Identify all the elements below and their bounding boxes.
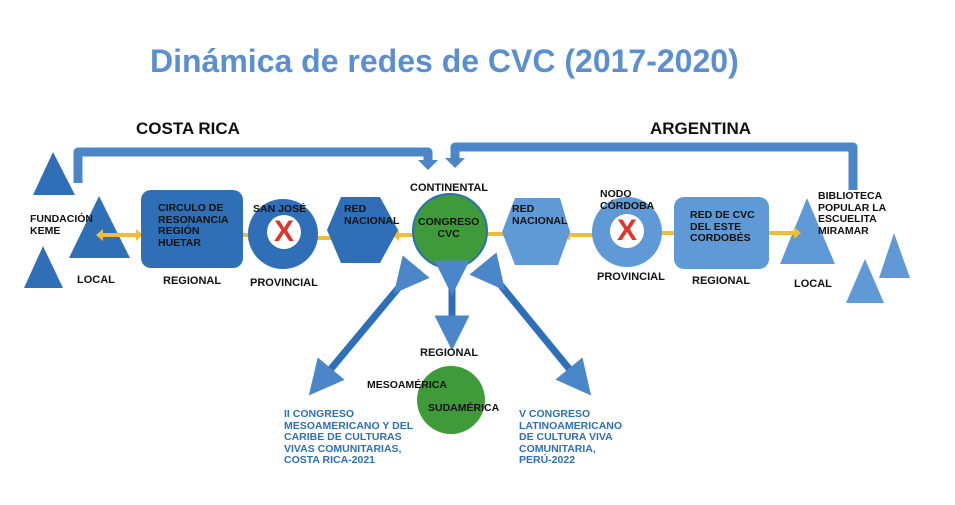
triangle-fundacion <box>69 196 130 258</box>
red-nacional-cr-hexagon <box>327 197 398 263</box>
arrow-fundacion-circulo <box>96 229 143 241</box>
node-red-nacional-ar: RED NACIONAL <box>512 203 568 227</box>
level-local-right: LOCAL <box>794 278 832 290</box>
node-biblioteca: BIBLIOTECA POPULAR LA ESCUELITA MIRAMAR <box>818 190 887 237</box>
node-circulo: CIRCULO DE RESONANCIA REGIÓN HUETAR <box>158 202 229 249</box>
arrow-congreso-rednacional <box>475 228 515 240</box>
level-provincial-right: PROVINCIAL <box>597 271 665 283</box>
node-congreso: CONGRESO CVC <box>418 216 480 240</box>
arrow-congreso-latam <box>469 252 592 396</box>
arrow-nodo-redcvc <box>645 227 682 239</box>
node-mesoamerica: MESOAMÉRICA <box>367 379 447 391</box>
arrow-sanjose-rednacional <box>298 232 340 244</box>
argentina-bracket-arrowhead <box>445 158 465 168</box>
argentina-bracket-arrow <box>450 142 858 190</box>
triangle-right-bottom <box>846 259 884 303</box>
node-red-cvc: RED DE CVC DEL ESTE CORDOBÉS <box>690 209 755 245</box>
costa-rica-bracket-arrow <box>73 147 433 183</box>
node-nodo-cordoba: NODO CÓRDOBA <box>600 188 655 212</box>
event-congreso-meso: II CONGRESO MESOAMERICANO Y DEL CARIBE D… <box>284 408 414 467</box>
red-cvc-box <box>674 197 769 269</box>
arrow-redcvc-biblioteca <box>762 227 801 239</box>
node-fundacion: FUNDACIÓN KEME <box>30 213 93 237</box>
level-regional-right: REGIONAL <box>692 275 751 287</box>
page-title: Dinámica de redes de CVC (2017-2020) <box>150 43 739 79</box>
nodo-cordoba-inner-circle <box>610 214 644 248</box>
triangle-left-top <box>33 152 75 195</box>
arrow-rednacional-nodo <box>563 229 602 241</box>
event-congreso-latam: V CONGRESO LATINOAMERICANO DE CULTURA VI… <box>519 408 623 467</box>
node-sudamerica: SUDAMÉRICA <box>428 402 500 414</box>
triangle-left-bottom <box>24 246 63 288</box>
red-nacional-ar-hexagon <box>502 198 570 265</box>
san-jose-x-mark: X <box>274 215 295 248</box>
arrow-congreso-meso <box>308 255 430 396</box>
level-regional-left: REGIONAL <box>163 275 222 287</box>
node-san-jose: SAN JOSÉ <box>253 203 307 215</box>
regional-circle <box>417 366 485 434</box>
san-jose-inner-circle <box>267 215 301 249</box>
level-local-left: LOCAL <box>77 274 115 286</box>
triangle-biblioteca <box>780 198 835 264</box>
country-costa-rica: COSTA RICA <box>136 119 240 138</box>
nodo-cordoba-x-mark: X <box>617 214 638 247</box>
level-provincial-left: PROVINCIAL <box>250 277 318 289</box>
level-continental: CONTINENTAL <box>410 182 489 194</box>
level-regional-center: REGIONAL <box>420 347 479 359</box>
node-red-nacional-cr: RED NACIONAL <box>344 203 400 227</box>
arrow-rednacional-congreso <box>392 229 425 241</box>
country-argentina: ARGENTINA <box>650 119 752 138</box>
circulo-box <box>141 190 243 268</box>
triangle-right-top <box>879 233 910 278</box>
costa-rica-bracket-arrowhead <box>418 160 438 170</box>
